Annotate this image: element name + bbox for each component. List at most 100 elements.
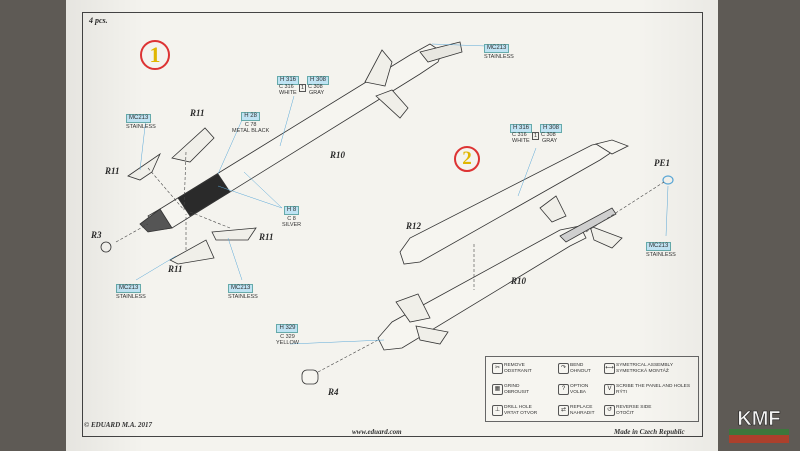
step-number-2: 2 — [454, 146, 480, 172]
fin-r11-bottom — [169, 239, 215, 265]
callout-stainless: MC213 STAINLESS — [126, 106, 156, 130]
paint-name: SILVER — [282, 222, 302, 228]
callout-yellow: H 329 C 329 YELLOW — [276, 316, 299, 346]
missile-2-bottom-body — [377, 225, 587, 351]
paint-code-c: C 329 — [280, 334, 295, 340]
callout-stainless: MC213 STAINLESS — [228, 276, 258, 300]
fin-r11-left — [127, 152, 161, 181]
symmetrical-assembly-icon: ⟷ — [604, 363, 615, 374]
nozzle-r4 — [301, 369, 319, 385]
paint-name: STAINLESS — [126, 124, 156, 130]
paint-code-c: C 8 — [287, 216, 296, 222]
ring-r3 — [100, 241, 112, 253]
missile-2-top-tail — [594, 139, 629, 155]
part-label-r10: R10 — [330, 150, 346, 160]
paint-code: MC213 — [484, 44, 510, 53]
paint-code-h: H 329 — [276, 324, 299, 333]
missile-2-bottom-fin-1 — [539, 195, 567, 223]
paint-code-c: C 316 — [279, 84, 294, 90]
option-icon: ? — [558, 384, 569, 395]
callout-stainless: MC213 STAINLESS — [646, 234, 676, 258]
paint-code: MC213 — [116, 284, 142, 293]
paint-code-h: H 308 — [540, 124, 563, 133]
remove-icon: ✂ — [492, 363, 503, 374]
missile-2-pe1-rod — [559, 207, 617, 243]
watermark-text: KMF — [737, 408, 780, 430]
part-label-r10: R10 — [511, 276, 527, 286]
paint-code: MC213 — [228, 284, 254, 293]
paint-code-c: C 308 — [541, 132, 556, 138]
callout-stainless: MC213 STAINLESS — [484, 36, 514, 60]
paint-code-c: C 316 — [512, 132, 527, 138]
callout-white-gray: H 316 C 316 WHITE 1 H 308 C 308 GRAY — [510, 124, 563, 146]
quantity-label: 4 pcs. — [89, 16, 108, 25]
kmf-watermark-logo: KMF — [729, 408, 789, 443]
paint-code-h: H 308 — [307, 76, 330, 85]
option-marker: 1 — [532, 132, 539, 140]
ring-pe1 — [662, 175, 674, 185]
callout-stainless: MC213 STAINLESS — [116, 276, 146, 300]
missile-2-bottom-fin-4 — [415, 325, 449, 345]
bend-icon: ↷ — [558, 363, 569, 374]
origin: Made in Czech Republic — [614, 428, 685, 436]
paint-name: WHITE — [512, 138, 530, 144]
callout-white-gray: H 316 C 316 WHITE 1 H 308 C 308 GRAY — [277, 76, 330, 98]
part-label-r12: R12 — [406, 221, 422, 231]
callout-metal-black: H 28 C 78 METAL BLACK — [232, 104, 269, 134]
scribe-icon: V — [604, 384, 615, 395]
missile-2-bottom-fin-2 — [589, 225, 623, 249]
grind-icon: ▦ — [492, 384, 503, 395]
missile-1-nose — [139, 208, 173, 233]
fin-r11-right — [211, 227, 257, 241]
missile-1-rear-fin-bottom — [375, 89, 409, 119]
paint-code: MC213 — [126, 114, 152, 123]
paint-code: MC213 — [646, 242, 672, 251]
reverse-side-icon: ↺ — [604, 405, 615, 416]
missile-1-black-band — [177, 173, 231, 217]
paint-code-h: H 316 — [277, 76, 300, 85]
website: www.eduard.com — [352, 428, 402, 436]
missile-2-bottom-fin-3 — [395, 293, 431, 323]
option-marker: 1 — [299, 84, 306, 92]
paint-name: STAINLESS — [484, 54, 514, 60]
paint-code-h: H 316 — [510, 124, 533, 133]
drill-hole-icon: ⊥ — [492, 405, 503, 416]
part-label-r11: R11 — [168, 264, 183, 274]
replace-icon: ⇄ — [558, 405, 569, 416]
paint-code-c: C 308 — [308, 84, 323, 90]
paint-name: STAINLESS — [116, 294, 146, 300]
missile-1-rear-fin-right — [419, 41, 463, 63]
paint-name: STAINLESS — [228, 294, 258, 300]
missile-2-top-body — [399, 141, 613, 265]
paint-name: STAINLESS — [646, 252, 676, 258]
part-label-r11: R11 — [105, 166, 120, 176]
paint-name: WHITE — [279, 90, 297, 96]
paint-code-c: C 78 — [244, 122, 257, 128]
paint-code-h: H 28 — [241, 112, 260, 121]
missile-1-rear-fin-top — [364, 49, 393, 87]
part-label-pe1: PE1 — [654, 158, 671, 168]
callout-silver: H 8 C 8 SILVER — [282, 198, 301, 228]
part-label-r11: R11 — [259, 232, 274, 242]
part-label-r4: R4 — [328, 387, 339, 397]
part-label-r11: R11 — [190, 108, 205, 118]
fin-r11-top — [171, 127, 215, 163]
paint-name: GRAY — [309, 90, 325, 96]
paint-code-h: H 8 — [283, 206, 300, 215]
copyright: © EDUARD M.A. 2017 — [84, 421, 153, 429]
paint-name: METAL BLACK — [232, 128, 270, 134]
sheet-border — [82, 12, 703, 437]
paint-name: YELLOW — [276, 340, 299, 346]
step-number-1: 1 — [140, 40, 170, 70]
